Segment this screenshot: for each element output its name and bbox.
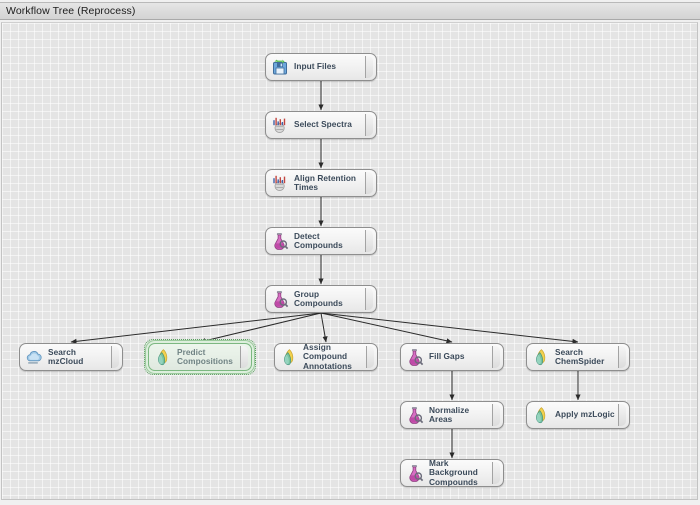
- workflow-node-apply-mzlogic[interactable]: Apply mzLogic: [526, 401, 630, 429]
- workflow-node-label: Group Compounds: [294, 288, 343, 308]
- node-page-curl: [618, 404, 626, 426]
- workflow-node-fill-gaps[interactable]: Fill Gaps: [400, 343, 504, 371]
- workflow-node-label: Search mzCloud: [48, 346, 84, 366]
- node-page-curl: [365, 56, 373, 78]
- spectra-chart-icon: [271, 116, 289, 134]
- cloud-icon: [25, 348, 43, 366]
- node-page-curl: [365, 114, 373, 136]
- workflow-node-mark-background[interactable]: Mark Background Compounds: [400, 457, 504, 487]
- workflow-node-assign-annotations[interactable]: Assign Compound Annotations: [274, 341, 378, 371]
- workflow-node-label: Predict Compositions: [177, 346, 233, 366]
- page-title: Workflow Tree (Reprocess): [6, 5, 136, 17]
- workflow-node-predict-compositions[interactable]: Predict Compositions: [144, 339, 256, 375]
- node-page-curl: [492, 346, 500, 368]
- node-page-curl: [492, 404, 500, 426]
- flask-search-icon: [271, 232, 289, 250]
- node-page-curl: [365, 288, 373, 310]
- node-page-curl: [618, 346, 626, 368]
- workflow-node-label: Apply mzLogic: [555, 409, 615, 420]
- flask-search-icon: [406, 464, 424, 482]
- node-page-curl: [492, 462, 500, 484]
- workflow-edge: [320, 312, 328, 343]
- workflow-node-label: Align Retention Times: [294, 172, 357, 192]
- leaf-icon: [154, 348, 172, 366]
- node-page-curl: [240, 346, 248, 368]
- workflow-node-detect-compounds[interactable]: Detect Compounds: [265, 227, 377, 255]
- workflow-node-label: Input Files: [294, 61, 337, 72]
- workflow-node-align-retention[interactable]: Align Retention Times: [265, 169, 377, 197]
- workflow-node-input-files[interactable]: Input Files: [265, 53, 377, 81]
- flask-search-icon: [406, 348, 424, 366]
- workflow-node-group-compounds[interactable]: Group Compounds: [265, 285, 377, 313]
- node-page-curl: [366, 346, 374, 368]
- workflow-node-search-chemspider[interactable]: Search ChemSpider: [526, 343, 630, 371]
- workflow-node-normalize-areas[interactable]: Normalize Areas: [400, 401, 504, 429]
- flask-search-icon: [406, 406, 424, 424]
- node-page-curl: [365, 230, 373, 252]
- workflow-node-label: Normalize Areas: [429, 404, 470, 424]
- save-disk-icon: [271, 58, 289, 76]
- node-page-curl: [111, 346, 119, 368]
- panel-title-bar: Workflow Tree (Reprocess): [0, 2, 700, 20]
- workflow-edge: [320, 312, 453, 344]
- leaf-icon: [280, 348, 298, 366]
- workflow-node-label: Search ChemSpider: [555, 346, 605, 366]
- leaf-icon: [532, 406, 550, 424]
- leaf-icon: [532, 348, 550, 366]
- workflow-node-select-spectra[interactable]: Select Spectra: [265, 111, 377, 139]
- flask-search-icon: [271, 290, 289, 308]
- workflow-edge: [320, 312, 579, 344]
- workflow-node-label: Detect Compounds: [294, 230, 343, 250]
- workflow-edge: [70, 312, 322, 344]
- workflow-node-search-mzcloud[interactable]: Search mzCloud: [19, 343, 123, 371]
- node-page-curl: [365, 172, 373, 194]
- workflow-node-label: Fill Gaps: [429, 351, 465, 362]
- spectra-chart-icon: [271, 174, 289, 192]
- workflow-node-label: Mark Background Compounds: [429, 457, 478, 487]
- workflow-node-label: Assign Compound Annotations: [303, 341, 352, 371]
- workflow-node-label: Select Spectra: [294, 119, 352, 130]
- workflow-edge: [199, 312, 322, 344]
